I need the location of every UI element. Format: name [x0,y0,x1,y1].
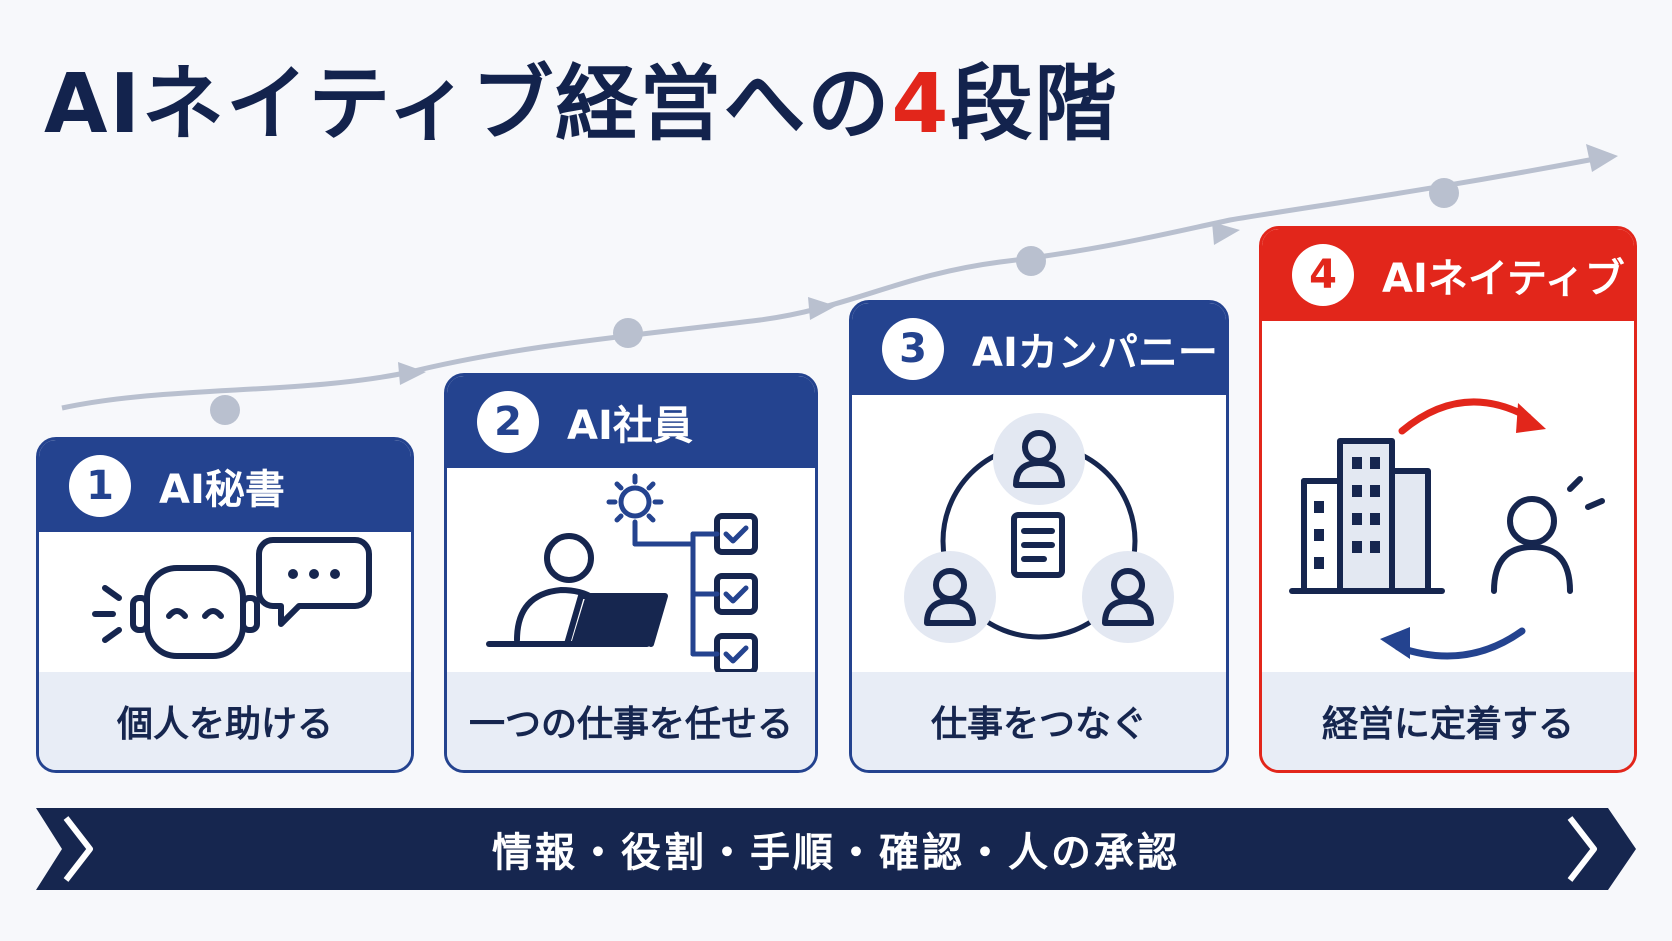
title-accent-number: 4 [891,57,951,152]
team-network-icon [904,413,1174,643]
path-node [1016,246,1046,276]
stage-card-2: 2 AI社員 一つの仕事を [444,373,818,773]
stage-card-3: 3 AIカンパニー 仕事をつなぐ [849,300,1229,773]
stage-card-4: 4 AIネイティブ [1259,226,1637,773]
stage-description: 仕事をつなぐ [852,672,1226,770]
stage-name: AI秘書 [159,467,285,513]
banner-chevron-right [1567,816,1597,882]
stage-number-badge: 2 [477,391,539,453]
stage-header: 1 AI秘書 [39,440,411,532]
path-arrow-end [1586,144,1618,172]
robot-chat-icon [92,537,372,659]
stage-name: AI社員 [567,403,693,449]
page-title: AIネイティブ経営への4段階 [44,57,1119,152]
stage-card-1: 1 AI秘書 個人を助ける [36,437,414,773]
path-node [210,395,240,425]
stage-header: 3 AIカンパニー [852,303,1226,395]
stage-description: 一つの仕事を任せる [447,672,815,770]
banner-label: 情報・役割・手順・確認・人の承認 [492,830,1180,876]
stage-number-badge: 1 [69,455,131,517]
title-suffix: 段階 [950,57,1119,152]
stage-name: AIネイティブ [1382,256,1625,302]
banner-chevron-left [63,816,93,882]
stage-header: 2 AI社員 [447,376,815,468]
stage-number-badge: 3 [882,318,944,380]
path-arrow [808,297,836,320]
stage-description: 個人を助ける [39,672,411,770]
path-arrow [398,362,426,385]
company-cycle-icon [1289,398,1605,660]
stage-name: AIカンパニー [972,330,1218,376]
stage-number-badge: 4 [1292,244,1354,306]
worker-tasks-icon [486,473,758,675]
path-arrow [1212,222,1240,245]
path-node [1429,178,1459,208]
title-main: AIネイティブ経営への [44,57,892,152]
stage-description: 経営に定着する [1262,672,1634,770]
path-node [613,318,643,348]
foundation-banner [36,808,1636,890]
stage-header: 4 AIネイティブ [1262,229,1634,321]
